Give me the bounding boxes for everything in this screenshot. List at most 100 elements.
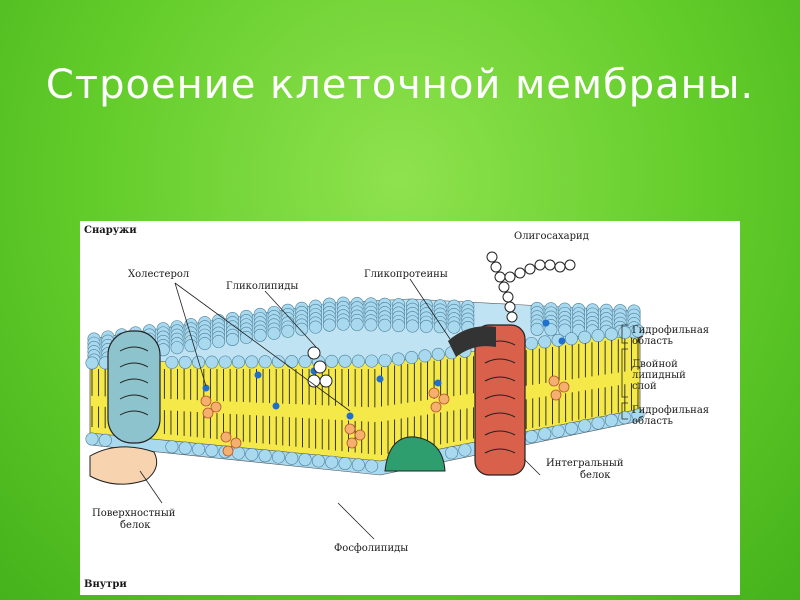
- phospholipid-head: [309, 320, 323, 334]
- phospholipid-head: [225, 332, 239, 346]
- phospholipid-head: [591, 329, 605, 343]
- phospholipid-head: [271, 450, 285, 464]
- phospholipid-head: [378, 318, 392, 332]
- phospholipid-head: [258, 449, 272, 463]
- phospholipid-head: [544, 323, 558, 337]
- label-phospholipids: Фосфолипиды: [334, 543, 408, 554]
- phospholipid-head: [298, 355, 312, 369]
- phospholipid-head: [392, 319, 406, 333]
- phospholipid-head: [271, 355, 285, 369]
- phospholipid-head: [285, 451, 299, 465]
- phospholipid-head: [631, 408, 645, 422]
- phospholipid-head: [564, 421, 578, 435]
- phospholipid-head: [98, 433, 112, 447]
- phospholipid-head: [245, 447, 259, 461]
- leader-lines: [139, 278, 628, 540]
- phospholipid-head: [604, 327, 618, 341]
- phospholipid-head: [431, 347, 445, 361]
- phospholipid-head: [85, 432, 99, 446]
- phospholipid-head: [445, 446, 459, 460]
- phospholipid-head: [405, 350, 419, 364]
- oligosaccharide-chain: [486, 251, 576, 323]
- phospholipid-heads-bottom: [85, 408, 645, 473]
- phospholipid-head: [192, 442, 206, 456]
- phospholipid-head: [551, 424, 565, 438]
- label-glycolipids: Гликолипиды: [226, 281, 298, 292]
- phospholipid-head: [336, 317, 350, 331]
- phospholipid-head: [165, 440, 179, 454]
- phospholipid-head: [524, 336, 538, 350]
- phospholipid-head: [198, 337, 212, 351]
- phospholipid-head: [239, 330, 253, 344]
- phospholipid-head: [165, 355, 179, 369]
- phospholipid-tails: [91, 337, 639, 455]
- phospholipid-head: [419, 319, 433, 333]
- phospholipid-head: [364, 318, 378, 332]
- phospholipid-head: [405, 319, 419, 333]
- label-oligosaccharide: Олигосахарид: [514, 231, 589, 242]
- phospholipid-head: [564, 332, 578, 346]
- phospholipid-head: [325, 354, 339, 368]
- phospholipid-head: [418, 349, 432, 363]
- integral-protein: [448, 324, 526, 476]
- phospholipid-head: [267, 326, 281, 340]
- phospholipid-head: [618, 326, 632, 340]
- phospholipid-head: [365, 354, 379, 368]
- glycolipid-chain: [307, 346, 333, 388]
- phospholipid-head: [205, 355, 219, 369]
- phospholipid-head: [433, 320, 447, 334]
- phospholipid-head: [325, 455, 339, 469]
- membrane-diagram: Снаружи Внутри Холестерол Гликолипиды Гл…: [80, 221, 740, 595]
- phospholipid-head: [231, 355, 245, 369]
- phospholipid-head: [350, 318, 364, 332]
- phospholipid-head: [447, 320, 461, 334]
- phospholipid-head: [365, 459, 379, 473]
- phospholipid-head: [218, 355, 232, 369]
- phospholipid-head: [538, 427, 552, 441]
- label-cholesterol: Холестерол: [128, 269, 189, 280]
- phospholipid-head: [558, 323, 572, 337]
- phospholipid-head: [604, 413, 618, 427]
- phospholipid-head: [322, 318, 336, 332]
- phospholipid-head: [578, 330, 592, 344]
- phospholipid-head: [351, 354, 365, 368]
- label-glycoproteins: Гликопротеины: [364, 269, 448, 280]
- phospholipid-head: [85, 356, 99, 370]
- phospholipid-head: [231, 446, 245, 460]
- phospholipid-head: [178, 355, 192, 369]
- phospholipid-head: [184, 339, 198, 353]
- phospholipid-head: [530, 322, 544, 336]
- phospholipid-head: [178, 441, 192, 455]
- phospholipid-head: [351, 458, 365, 472]
- surface-protein-left: [89, 330, 161, 485]
- phospholipid-head: [285, 355, 299, 369]
- phospholipid-head: [170, 341, 184, 355]
- phospholipid-head: [311, 454, 325, 468]
- phospholipid-head: [253, 328, 267, 342]
- phospholipid-head: [338, 456, 352, 470]
- phospholipid-head: [378, 354, 392, 368]
- phospholipid-head: [245, 355, 259, 369]
- phospholipid-head: [458, 443, 472, 457]
- phospholipid-head: [205, 444, 219, 458]
- phospholipid-head: [281, 324, 295, 338]
- membrane-illustration: Снаружи Внутри Холестерол Гликолипиды Гл…: [84, 225, 709, 590]
- phospholipid-head: [212, 335, 226, 349]
- phospholipid-head: [295, 322, 309, 336]
- label-outside: Снаружи: [84, 225, 137, 236]
- slide-title: Строение клеточной мембраны.: [45, 62, 755, 108]
- surface-protein-green: [384, 436, 446, 472]
- phospholipid-head: [338, 354, 352, 368]
- label-inside: Внутри: [84, 579, 127, 590]
- phospholipid-head: [618, 411, 632, 425]
- phospholipid-head: [298, 453, 312, 467]
- phospholipid-head: [258, 355, 272, 369]
- phospholipid-head: [578, 419, 592, 433]
- phospholipid-head: [391, 352, 405, 366]
- phospholipid-head: [591, 416, 605, 430]
